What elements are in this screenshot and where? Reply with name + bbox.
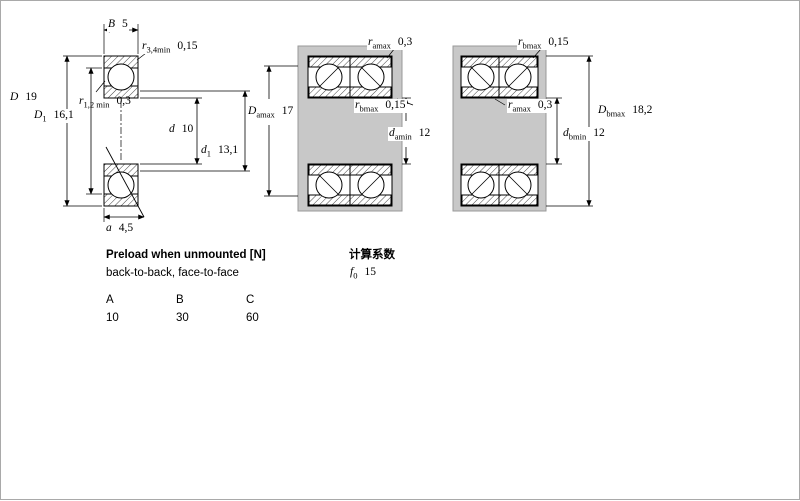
- dim-symbol: r: [518, 36, 523, 48]
- dim-value: 10: [181, 123, 194, 135]
- dim-symbol: a: [106, 222, 112, 234]
- dim-symbol: d: [169, 123, 175, 135]
- dim-subscript: bmin: [568, 131, 587, 142]
- dim-value: 17: [281, 105, 294, 117]
- dim-label-ramax-b2b: ramax 0,3: [367, 36, 414, 51]
- dim-label-r34min: r3,4min 0,15: [141, 40, 199, 55]
- dim-value: 0,15: [385, 99, 406, 111]
- f0-factor: f0 15: [349, 266, 377, 280]
- back-to-back-drawing: [264, 45, 414, 212]
- dim-subscript: 3,4min: [146, 44, 171, 55]
- dim-symbol: B: [108, 18, 116, 30]
- preload-value-a: 10: [106, 312, 119, 324]
- dim-symbol: d: [389, 127, 395, 139]
- dim-symbol: r: [368, 36, 373, 48]
- dim-subscript: amax: [256, 109, 275, 120]
- preload-value-b: 30: [176, 312, 189, 324]
- dim-value: 19: [25, 91, 37, 103]
- dim-subscript: bmax: [606, 108, 626, 119]
- dim-label-dbmin: dbmin 12: [562, 127, 606, 141]
- preload-value-c: 60: [246, 312, 259, 324]
- dim-symbol: D: [248, 105, 257, 117]
- dim-symbol: d: [563, 127, 569, 139]
- dim-label-r12min: r1,2 min 0,3: [78, 95, 132, 109]
- dim-label-damin: damin 12: [388, 127, 432, 142]
- dim-value: 15: [364, 266, 376, 278]
- dim-value: 5: [122, 18, 128, 30]
- preload-table-values: 10 30 60: [106, 311, 316, 325]
- dim-symbol: d: [201, 144, 207, 156]
- dim-value: 4,5: [118, 222, 134, 234]
- dim-value: 0,3: [537, 99, 553, 111]
- dim-symbol: r: [142, 40, 147, 52]
- dim-symbol: D: [598, 104, 607, 116]
- dim-subscript: 1: [206, 148, 211, 159]
- dim-subscript: bmax: [359, 103, 379, 114]
- face-to-face-drawing: [452, 45, 593, 212]
- dim-value: 0,15: [548, 36, 569, 48]
- dim-value: 0,15: [177, 40, 198, 52]
- dim-label-Dbmax: Dbmax 18,2: [597, 104, 654, 119]
- single-bearing-drawing: [63, 24, 250, 222]
- dim-subscript: 1: [42, 113, 47, 124]
- dim-label-rbmax-b2b: rbmax 0,15: [354, 99, 407, 113]
- dim-label-D: D 19: [9, 91, 38, 105]
- dim-subscript: amax: [512, 103, 531, 114]
- preload-subtitle: back-to-back, face-to-face: [106, 267, 239, 279]
- preload-title: Preload when unmounted [N]: [106, 249, 266, 261]
- dim-value: 0,3: [116, 95, 131, 107]
- dim-symbol: r: [355, 99, 360, 111]
- preload-col-b-header: B: [176, 294, 184, 306]
- dim-value: 12: [418, 127, 431, 139]
- dim-value: 16,1: [53, 109, 74, 121]
- dim-subscript: amax: [372, 40, 391, 51]
- dim-value: 12: [593, 127, 605, 139]
- preload-table-header: A B C: [106, 293, 316, 307]
- dim-value: 0,3: [397, 36, 413, 48]
- dim-symbol: r: [508, 99, 513, 111]
- dim-value: 18,2: [632, 104, 653, 116]
- dim-label-D1: D1 16,1: [33, 109, 75, 123]
- dim-label-Damax: Damax 17: [247, 105, 295, 120]
- dim-symbol: r: [79, 95, 84, 107]
- dim-symbol: f: [350, 266, 354, 278]
- preload-col-a-header: A: [106, 294, 114, 306]
- dim-value: 13,1: [218, 144, 239, 156]
- dim-subscript: amin: [394, 131, 412, 142]
- dim-label-rbmax-f2f: rbmax 0,15: [517, 36, 570, 50]
- dim-subscript: bmax: [522, 40, 542, 51]
- dim-symbol: D: [10, 91, 19, 103]
- dim-label-d1: d1 13,1: [200, 144, 240, 159]
- dim-label-d: d 10: [168, 123, 195, 137]
- dim-subscript: 1,2 min: [83, 99, 110, 110]
- dim-subscript: 0: [353, 270, 358, 281]
- dim-label-ramax-f2f: ramax 0,3: [507, 99, 554, 114]
- preload-col-c-header: C: [246, 294, 255, 306]
- dim-symbol: D: [34, 109, 43, 121]
- calculation-factor-title: 计算系数: [349, 249, 395, 261]
- dim-label-a: a 4,5: [105, 222, 135, 236]
